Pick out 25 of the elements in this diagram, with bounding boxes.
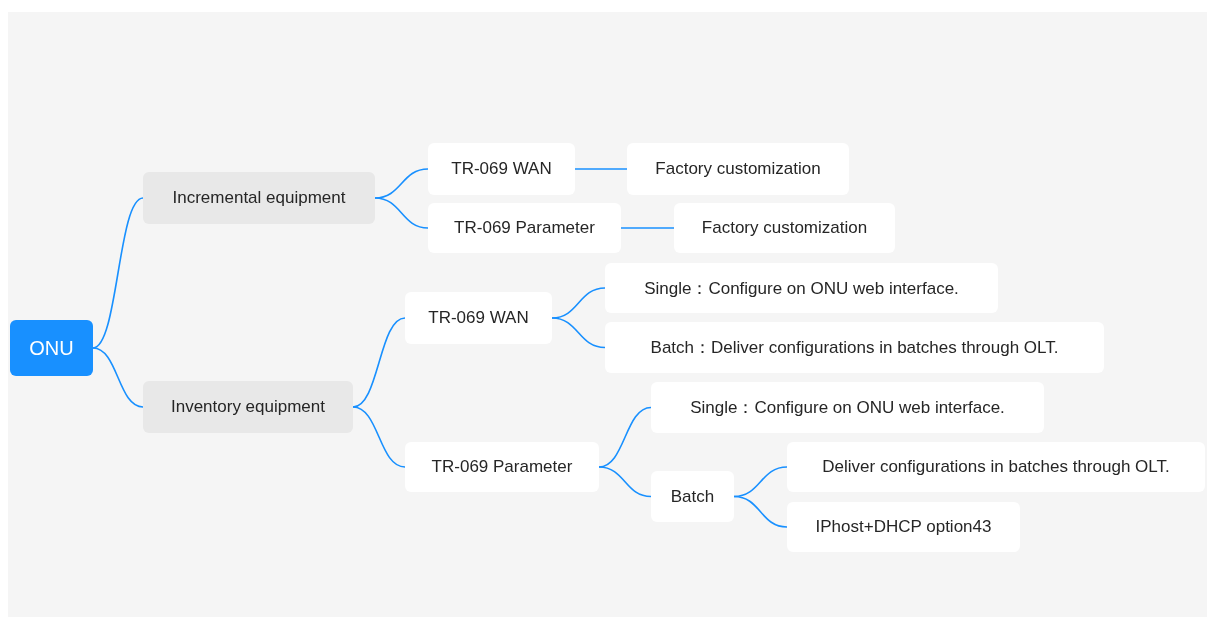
topic-node: TR-069 Parameter bbox=[428, 203, 621, 253]
topic-node: Single：Configure on ONU web interface. bbox=[651, 382, 1044, 433]
connector-line bbox=[574, 168, 628, 170]
topic-node: Batch bbox=[651, 471, 734, 522]
topic-node: TR-069 WAN bbox=[405, 292, 552, 344]
connector-line bbox=[92, 197, 144, 349]
connector-line bbox=[733, 495, 788, 528]
branch-node: Inventory equipment bbox=[143, 381, 353, 433]
connector-line bbox=[92, 347, 144, 408]
branch-node: Incremental equipment bbox=[143, 172, 375, 224]
topic-node: TR-069 Parameter bbox=[405, 442, 599, 492]
topic-node: Single：Configure on ONU web interface. bbox=[605, 263, 998, 313]
connector-line bbox=[620, 227, 675, 229]
connector-line bbox=[352, 406, 406, 468]
topic-node: Deliver configurations in batches through OLT. bbox=[787, 442, 1205, 492]
topic-node: TR-069 WAN bbox=[428, 143, 575, 195]
connector-line bbox=[551, 317, 606, 349]
topic-node: Factory customization bbox=[674, 203, 895, 253]
topic-node: Factory customization bbox=[627, 143, 849, 195]
root-node: ONU bbox=[10, 320, 93, 376]
connector-line bbox=[598, 466, 652, 498]
connector-line bbox=[374, 197, 429, 229]
topic-node: IPhost+DHCP option43 bbox=[787, 502, 1020, 552]
topic-node: Batch：Deliver configurations in batches through OLT. bbox=[605, 322, 1104, 373]
connector-line bbox=[352, 317, 406, 408]
